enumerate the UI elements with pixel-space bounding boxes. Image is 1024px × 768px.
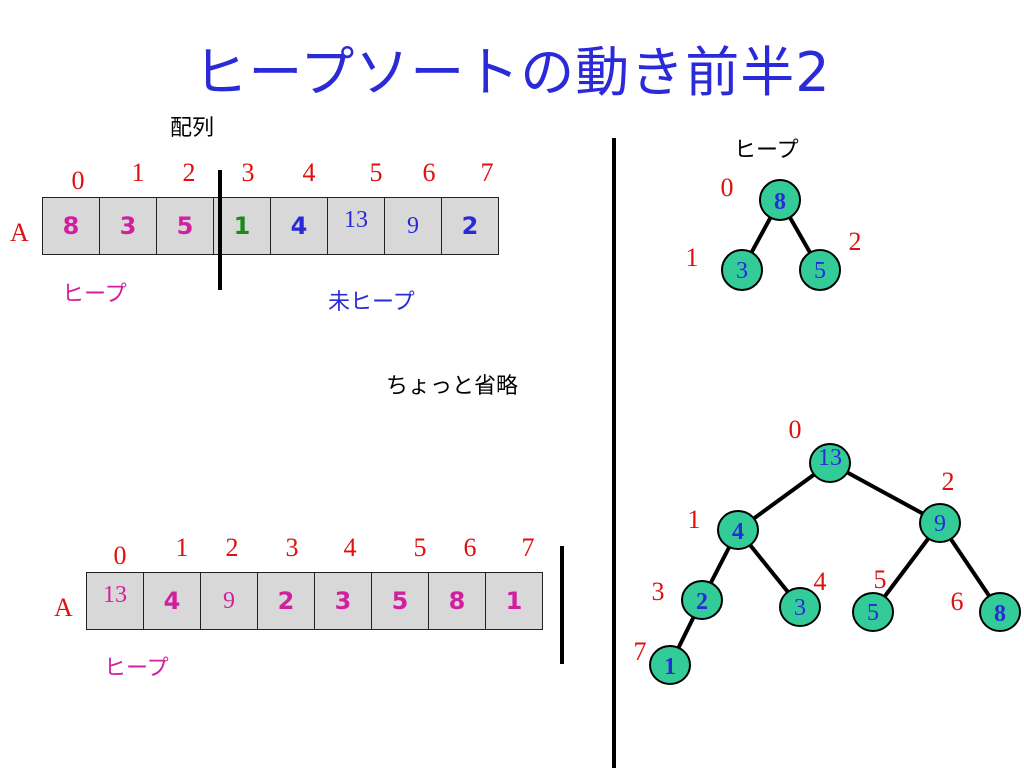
- array-label: 配列: [170, 116, 215, 141]
- tree-node-index: 4: [814, 567, 827, 596]
- array2-indices: 0 1 2 3 4 5 6 7: [0, 533, 600, 570]
- array-index-label: 5: [413, 533, 427, 562]
- tree-node: [799, 249, 841, 291]
- array-cell-value: 8: [62, 212, 80, 240]
- array-cell-value: 3: [119, 212, 137, 240]
- tree-node: [809, 443, 851, 483]
- array2-cells: 13 4 9 2 3 5 8 1: [86, 572, 543, 630]
- tree-node-value: 3: [794, 595, 806, 621]
- array-index-label: 2: [225, 533, 239, 562]
- array-cell-value: 4: [290, 212, 308, 240]
- array-cell: 9: [200, 572, 258, 630]
- array-index-label: 6: [422, 158, 436, 187]
- array-cell-value: 3: [334, 587, 352, 615]
- array-cell-value: 5: [391, 587, 409, 615]
- heap-tree-1: 8 0 3 1 52: [686, 173, 862, 291]
- tree-node-index: 3: [652, 577, 665, 606]
- array1-indices: 0 1 2 3 4 5 6 7: [0, 158, 600, 195]
- tree-node-index: 1: [686, 243, 699, 272]
- array-index-label: 2: [182, 158, 196, 187]
- tree-node: [681, 580, 723, 620]
- array-index-label: 0: [113, 541, 127, 570]
- array-index-label: 7: [480, 158, 494, 187]
- tree-node: [779, 587, 821, 627]
- array1-unheap-label: 未ヒープ: [328, 290, 415, 315]
- tree-node-value: 13: [818, 445, 842, 471]
- array-cell: 4: [270, 197, 328, 255]
- array1-heap-label: ヒープ: [62, 282, 127, 307]
- array-cell-value: 2: [461, 212, 479, 240]
- tree-node-value: 9: [934, 511, 946, 537]
- page-title: ヒープソートの動き前半2: [193, 41, 831, 104]
- tree-node-value: 1: [664, 654, 676, 680]
- tree-node-index: 2: [849, 227, 862, 256]
- array-cell: 1: [485, 572, 543, 630]
- array-index-label: 4: [302, 158, 316, 187]
- array-index-label: 0: [71, 166, 85, 195]
- array-index-label: 3: [241, 158, 255, 187]
- array-cell-value: 5: [176, 212, 194, 240]
- tree-node: [852, 592, 894, 632]
- heap-boundary-bar-2: [560, 546, 564, 664]
- array-index-label: 4: [343, 533, 357, 562]
- array-cell: 2: [441, 197, 499, 255]
- array1-cells: 8 3 5 1 4 13 9 2: [42, 197, 499, 255]
- heap-boundary-bar-1: [218, 170, 222, 290]
- array-index-label: 6: [463, 533, 477, 562]
- array-cell-value: 2: [277, 587, 295, 615]
- tree-node-value: 5: [867, 600, 879, 626]
- tree-node-value: 3: [736, 258, 748, 284]
- tree-node-index: 5: [874, 565, 887, 594]
- array-index-label: 3: [285, 533, 299, 562]
- array-cell-value: 1: [233, 212, 251, 240]
- array-cell-value: 9: [407, 212, 419, 239]
- tree-node-value: 8: [994, 601, 1006, 627]
- tree-node-value: 5: [814, 258, 826, 284]
- tree-node-index: 6: [951, 587, 964, 616]
- tree-node-index: 2: [942, 467, 955, 496]
- tree-node: [759, 179, 801, 221]
- array-cell: 4: [143, 572, 201, 630]
- array-cell: 5: [371, 572, 429, 630]
- heap-label-top: ヒープ: [734, 138, 799, 163]
- array-index-label: 1: [175, 533, 189, 562]
- tree-edge: [829, 461, 941, 525]
- array-cell-value: 4: [163, 587, 181, 615]
- tree-node-value: 4: [732, 519, 744, 545]
- array-index-label: 1: [131, 158, 145, 187]
- array-cell: 8: [428, 572, 486, 630]
- array-cell: 9: [384, 197, 442, 255]
- array-index-label: 5: [369, 158, 383, 187]
- array-cell: 2: [257, 572, 315, 630]
- tree-node-index: 1: [688, 505, 701, 534]
- tree-node-value: 8: [774, 189, 786, 215]
- tree-node-index: 0: [721, 173, 734, 202]
- array-cell: 13: [86, 572, 144, 630]
- omit-label: ちょっと省略: [386, 374, 519, 399]
- array-cell: 1: [213, 197, 271, 255]
- tree-node-index: 7: [634, 637, 647, 666]
- array-cell-value: 1: [505, 587, 523, 615]
- tree-node-value: 2: [696, 589, 708, 615]
- section-divider: [612, 138, 616, 768]
- array-cell-value: 13: [344, 206, 368, 233]
- array1-row-label: A: [10, 218, 29, 247]
- array-cell: 5: [156, 197, 214, 255]
- array-cell-value: 8: [448, 587, 466, 615]
- array2-heap-label: ヒープ: [104, 656, 169, 681]
- tree-node: [717, 510, 759, 550]
- array-index-label: 7: [521, 533, 535, 562]
- array2-row-label: A: [54, 593, 73, 622]
- tree-node: [979, 592, 1021, 632]
- array-cell: 13: [327, 197, 385, 255]
- array-cell-value: 13: [103, 581, 127, 608]
- tree-node: [919, 503, 961, 543]
- tree-node: [649, 645, 691, 685]
- array-cell-value: 9: [223, 587, 235, 614]
- tree-node: [721, 249, 763, 291]
- tree-node-index: 0: [789, 415, 802, 444]
